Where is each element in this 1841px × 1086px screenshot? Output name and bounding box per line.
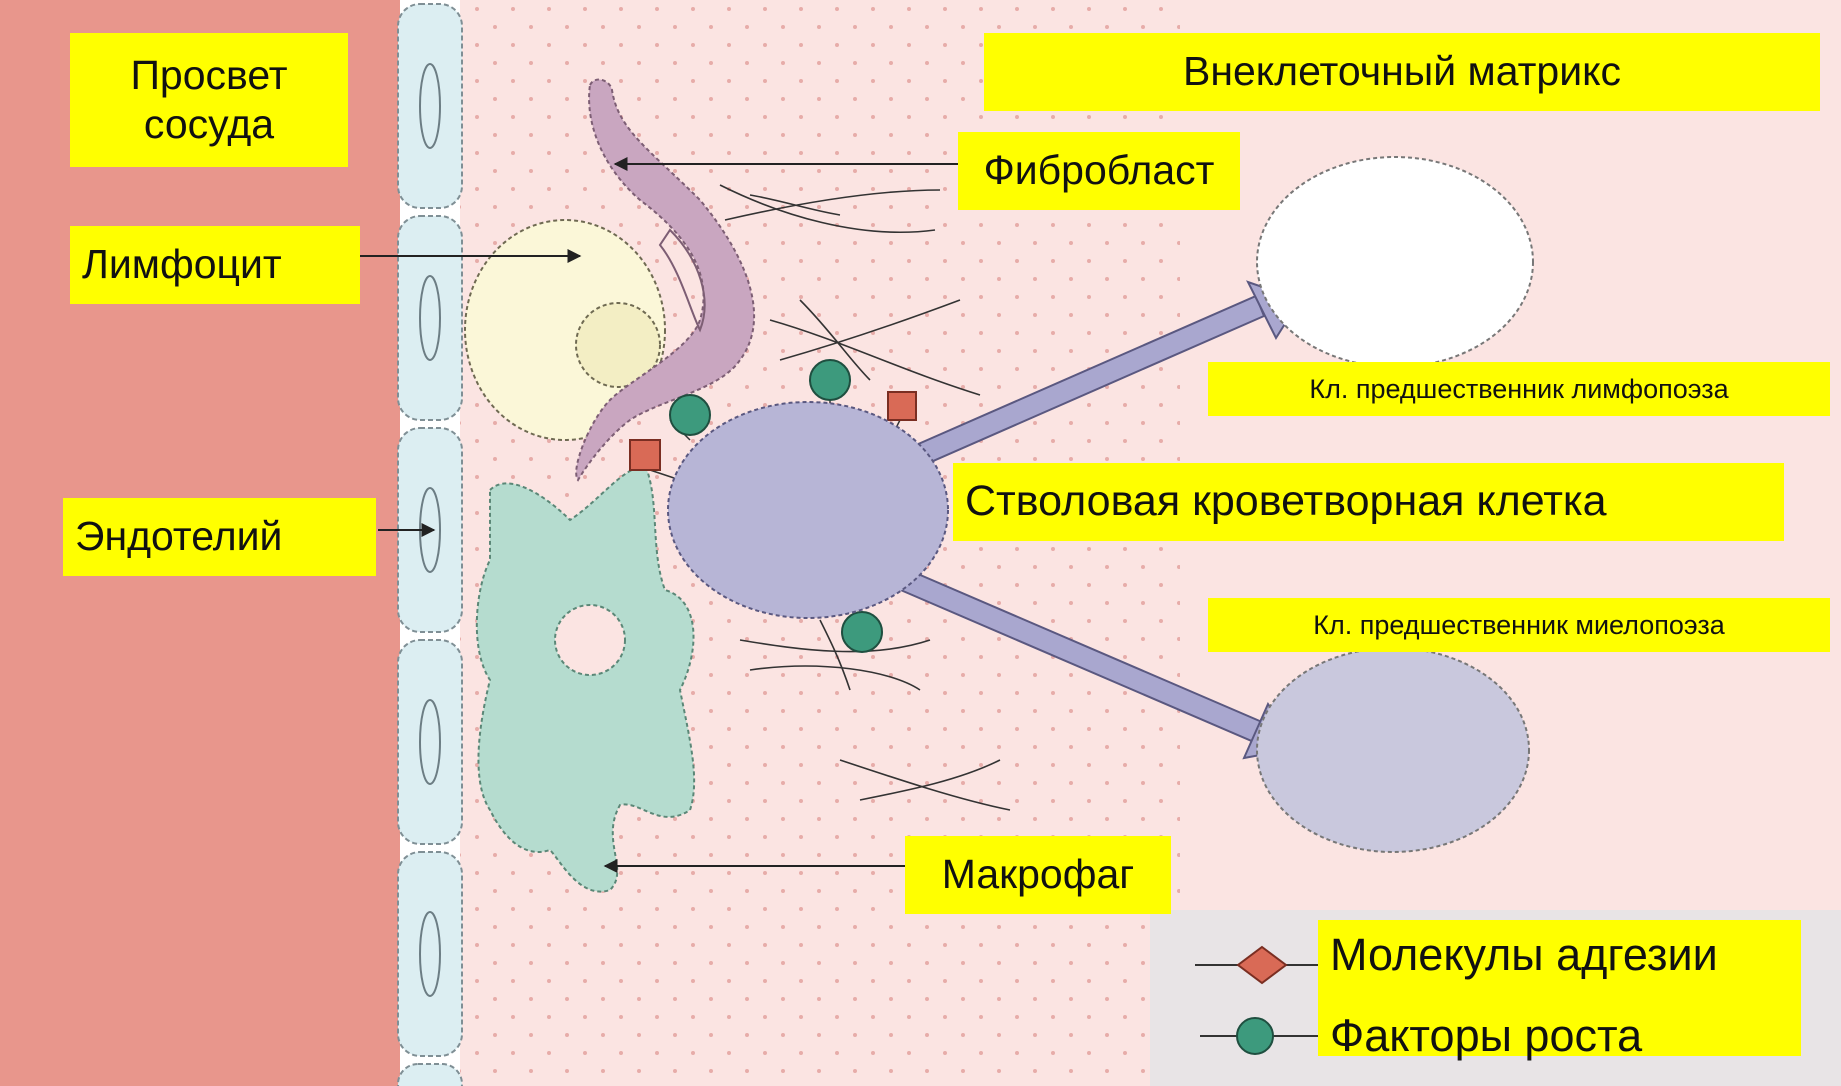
label-vessel-lumen: Просвет сосуда (70, 33, 348, 167)
label-stem-cell: Стволовая кроветворная клетка (953, 463, 1784, 541)
label-macrophage: Макрофаг (905, 836, 1171, 914)
legend-growth-label: Факторы роста (1318, 1000, 1801, 1072)
endothelial-layer (398, 4, 462, 1086)
myeloid-progenitor-cell (1257, 648, 1529, 852)
lymphoid-progenitor-cell (1257, 157, 1533, 367)
stem-cell (668, 402, 948, 618)
label-endothelium: Эндотелий (63, 498, 376, 576)
growth-factor-icon (1237, 1018, 1273, 1054)
label-lymphocyte: Лимфоцит (70, 226, 360, 304)
label-lymphoid-progenitor: Кл. предшественник лимфопоэза (1208, 362, 1830, 416)
label-fibroblast: Фибробласт (958, 132, 1240, 210)
label-myeloid-progenitor: Кл. предшественник миелопоэза (1208, 598, 1830, 652)
label-extracellular-matrix: Внеклеточный матрикс (984, 33, 1820, 111)
